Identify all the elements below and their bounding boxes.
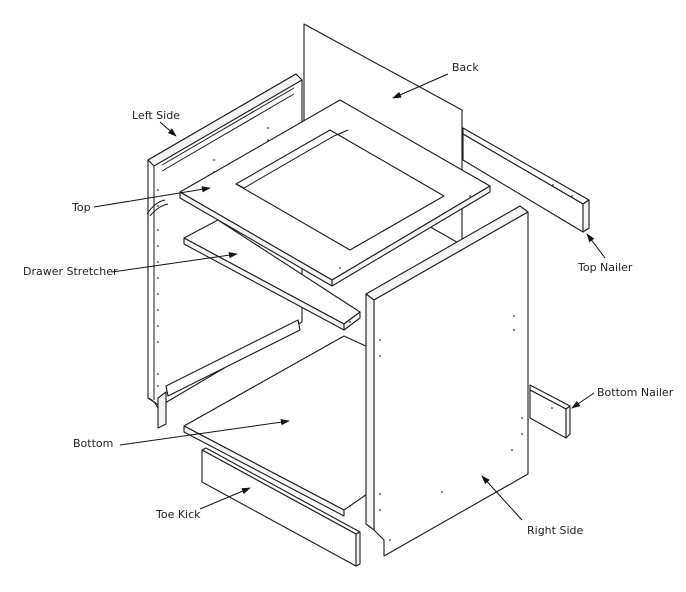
- label-drawer-stretcher: Drawer Stretcher: [23, 265, 118, 278]
- leader-top-nailer: [586, 233, 606, 259]
- label-bottom: Bottom: [73, 437, 114, 450]
- label-bottom-nailer: Bottom Nailer: [597, 386, 674, 399]
- label-right-side: Right Side: [527, 524, 584, 537]
- label-back: Back: [452, 61, 479, 74]
- leader-back: [392, 73, 449, 99]
- toe-kick-part: [201, 447, 361, 567]
- leader-right-side: [481, 475, 523, 521]
- bottom-nailer-part: [529, 384, 571, 439]
- leader-bottom-nailer: [571, 392, 595, 409]
- top-panel: [179, 99, 491, 287]
- label-top: Top: [72, 201, 91, 214]
- right-side-panel: [365, 205, 529, 557]
- label-toe-kick: Toe Kick: [156, 508, 201, 521]
- leader-top: [93, 186, 211, 208]
- leader-toe-kick: [199, 487, 251, 510]
- leader-lines: [93, 73, 606, 521]
- top-nailer-part: [462, 127, 590, 233]
- label-left-side: Left Side: [132, 109, 180, 122]
- leader-bottom: [119, 419, 290, 446]
- drawer-stretcher-part: [183, 219, 361, 331]
- label-top-nailer: Top Nailer: [578, 261, 633, 274]
- leader-drawer-stretcher: [111, 252, 238, 273]
- leader-left-side: [159, 121, 177, 137]
